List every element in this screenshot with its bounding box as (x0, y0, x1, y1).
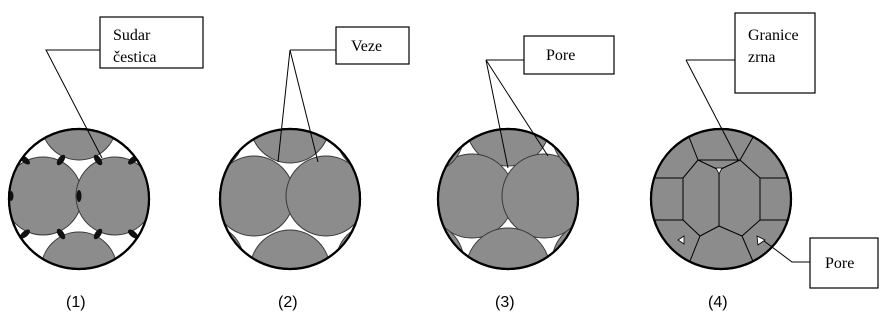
stage-2-callout-line-1: Veze (351, 38, 382, 55)
contact-neck (128, 229, 138, 239)
stage-4-leader-top (685, 59, 739, 161)
contact-neck (93, 228, 103, 240)
stage-4-group: Granice zrna Pore (4) (649, 12, 879, 311)
grain-boundary (699, 225, 720, 237)
stage-2-particles (220, 129, 360, 269)
stage-1-particles (9, 129, 149, 269)
stage-4-callout-line-1: Granice (748, 27, 799, 44)
particle-right (501, 153, 578, 239)
particle-right (75, 156, 149, 236)
stage-3-label: (3) (495, 294, 515, 311)
residual-pore (715, 167, 723, 175)
stage-2-group: Veze (2) (218, 26, 410, 311)
grain-boundary (718, 225, 743, 237)
stage-2-label: (2) (278, 294, 298, 311)
grain-boundary (739, 159, 761, 179)
stage-1-leader (45, 49, 103, 159)
grain-boundary (652, 177, 684, 221)
stage-1-callout-line-2: čestica (113, 49, 157, 66)
particle-edge-right-top (127, 129, 149, 171)
particle-bottom (249, 229, 331, 269)
contact-neck (93, 154, 103, 166)
particle-top (249, 129, 331, 164)
stage-2-leader-b (289, 49, 319, 163)
particle-edge-left-top (438, 129, 465, 175)
particle-bottom (465, 227, 551, 269)
grain-boundary (741, 219, 761, 237)
particle-right (285, 155, 360, 237)
particle-bottom (40, 231, 118, 269)
grain-boundary (697, 159, 720, 171)
stage-4-callout-line-2: zrna (748, 49, 776, 66)
stage-4-grains (651, 129, 791, 269)
stage-3-leader-a (485, 59, 509, 169)
particle-edge-left-bottom (220, 223, 245, 269)
grain-boundary (682, 219, 701, 237)
stage-4-extra-callout-box (809, 237, 879, 289)
stage-3-callout-box (523, 35, 615, 75)
stage-4-leader-bottom (763, 240, 810, 263)
particle-left (220, 155, 295, 237)
particle-edge-right-bottom (335, 223, 360, 269)
stage-4-callout-box (734, 12, 816, 94)
grain-boundary (686, 131, 757, 161)
stage-1-group: Sudar čestica (1) (7, 16, 204, 311)
stage-1-label: (1) (66, 294, 86, 311)
residual-pore (756, 235, 766, 246)
particle-edge-right-bottom (551, 221, 578, 269)
stage-1-callout-line-1: Sudar (113, 27, 151, 44)
particle-edge-right-top (551, 129, 578, 175)
contact-neck (20, 229, 30, 239)
contact-neck (76, 190, 82, 202)
stage-3-particles (438, 129, 578, 269)
contact-neck (56, 154, 66, 166)
stage-1-callout-box (99, 16, 204, 69)
particle-top (40, 129, 118, 161)
grain-boundary (759, 177, 790, 221)
stage-2-leader-a (277, 49, 291, 163)
stage-4-label: (4) (708, 294, 728, 311)
stage-4-extra-callout-line-1: Pore (825, 255, 854, 272)
stage-3-callout-line-1: Pore (546, 47, 575, 64)
grain-boundary (718, 159, 741, 171)
grain-fill (651, 129, 791, 269)
residual-pore (677, 235, 685, 245)
particle-edge-left-bottom (438, 221, 465, 269)
stage-3-group: Pore (3) (436, 35, 615, 311)
grain-boundary (682, 159, 699, 179)
stage-2-callout-box (335, 26, 410, 65)
stage-3-leader-b (485, 59, 549, 157)
contact-neck (56, 228, 66, 240)
